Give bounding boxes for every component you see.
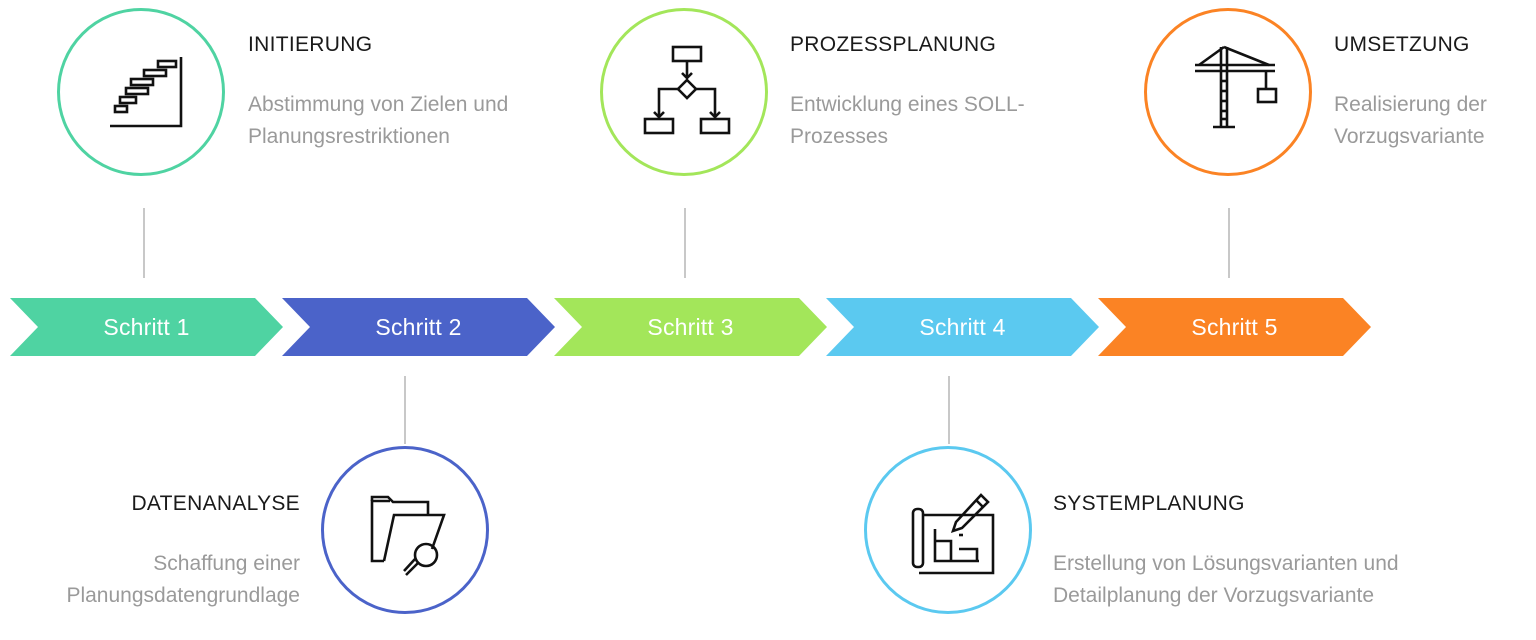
phase-desc-datenanalyse: Schaffung einer Planungsdatengrundlage [66, 548, 300, 612]
phase-circle-datenanalyse [321, 446, 489, 614]
phase-circle-initierung [57, 8, 225, 176]
gantt-chart-icon [110, 57, 183, 128]
phase-desc-umsetzung: Realisierung der Vorzugsvariante [1334, 89, 1487, 153]
step-chevron-1: Schritt 1 [10, 298, 283, 356]
flowchart-icon [643, 45, 731, 135]
phase-circle-systemplanung [864, 446, 1032, 614]
phase-title-systemplanung: SYSTEMPLANUNG [1053, 492, 1245, 515]
phase-desc-systemplanung: Erstellung von Lösungsvarianten und Deta… [1053, 548, 1399, 612]
phase-circle-prozessplanung [600, 8, 768, 176]
folder-search-icon [370, 495, 446, 576]
phase-desc-line: Planungsdatengrundlage [66, 584, 300, 607]
phase-desc-line: Vorzugsvariante [1334, 125, 1485, 148]
connector-line [143, 208, 145, 278]
phase-desc-initierung: Abstimmung von Zielen und Planungsrestri… [248, 89, 508, 153]
connector-line [684, 208, 686, 278]
step-chevron-3: Schritt 3 [554, 298, 827, 356]
phase-desc-line: Planungsrestriktionen [248, 125, 450, 148]
phase-circle-umsetzung [1144, 8, 1312, 176]
phase-desc-line: Abstimmung von Zielen und [248, 93, 509, 116]
step-label: Schritt 4 [919, 313, 1006, 340]
phase-desc-line: Realisierung der [1334, 93, 1487, 116]
phase-desc-line: Detailplanung der Vorzugsvariante [1053, 584, 1375, 607]
connector-line [404, 376, 406, 444]
phase-title-datenanalyse: DATENANALYSE [131, 492, 300, 515]
step-chevron-5: Schritt 5 [1098, 298, 1371, 356]
crane-icon [1195, 45, 1278, 129]
phase-title-initierung: INITIERUNG [248, 33, 373, 56]
connector-line [1228, 208, 1230, 278]
blueprint-icon [911, 493, 995, 575]
step-label: Schritt 3 [647, 313, 734, 340]
step-label: Schritt 5 [1191, 313, 1278, 340]
step-chevron-4: Schritt 4 [826, 298, 1099, 356]
phase-desc-prozessplanung: Entwicklung eines SOLL- Prozesses [790, 89, 1025, 153]
phase-desc-line: Entwicklung eines SOLL- [790, 93, 1025, 116]
phase-desc-line: Prozesses [790, 125, 889, 148]
connector-line [948, 376, 950, 444]
step-label: Schritt 2 [375, 313, 462, 340]
step-chevron-2: Schritt 2 [282, 298, 555, 356]
phase-desc-line: Erstellung von Lösungsvarianten und [1053, 552, 1399, 575]
step-label: Schritt 1 [103, 313, 190, 340]
phase-title-umsetzung: UMSETZUNG [1334, 33, 1470, 56]
phase-title-prozessplanung: PROZESSPLANUNG [790, 33, 997, 56]
phase-desc-line: Schaffung einer [153, 552, 300, 575]
